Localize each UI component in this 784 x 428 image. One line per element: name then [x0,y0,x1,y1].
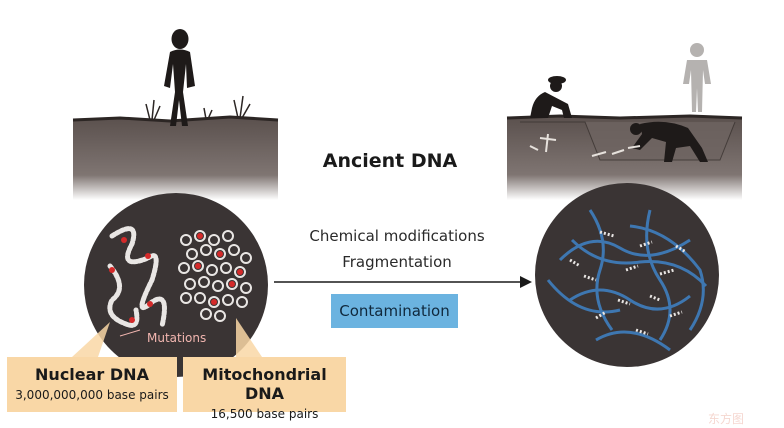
ancient-human-icon [164,29,195,126]
nuclear-dna-subtitle: 3,000,000,000 base pairs [15,388,169,402]
nuclear-dna-strand [107,226,167,329]
modern-human-icon [683,43,711,112]
mitochondrial-dna-circles [178,230,252,322]
crawling-archaeologist-icon [627,121,708,162]
nuclear-connector [72,322,110,357]
process-fragmentation: Fragmentation [342,253,452,271]
mutation-markers [109,233,243,323]
bones-icon [529,133,625,157]
contamination-label: Contamination [331,294,458,328]
kneeling-archaeologist-icon [530,76,572,118]
nuclear-dna-box: Nuclear DNA 3,000,000,000 base pairs [7,357,177,412]
mutations-label: Mutations [147,331,207,345]
degradation-arrow [274,276,532,288]
excavation-site [506,43,743,200]
watermark: 东方图 [708,412,745,426]
mitochondrial-dna-title: Mitochondrial DNA [202,365,327,403]
ancient-dna-circle [535,183,719,367]
process-chemical-modifications: Chemical modifications [309,227,485,245]
mitochondrial-dna-subtitle: 16,500 base pairs [210,407,319,421]
mitochondrial-connector [236,318,262,357]
diagram-title: Ancient DNA [322,150,458,172]
modern-dna-circle [84,193,268,377]
grass-icon [145,95,251,121]
mitochondrial-dna-box: Mitochondrial DNA 16,500 base pairs [183,357,346,421]
nuclear-dna-title: Nuclear DNA [35,365,149,384]
ancient-landscape [72,29,279,200]
